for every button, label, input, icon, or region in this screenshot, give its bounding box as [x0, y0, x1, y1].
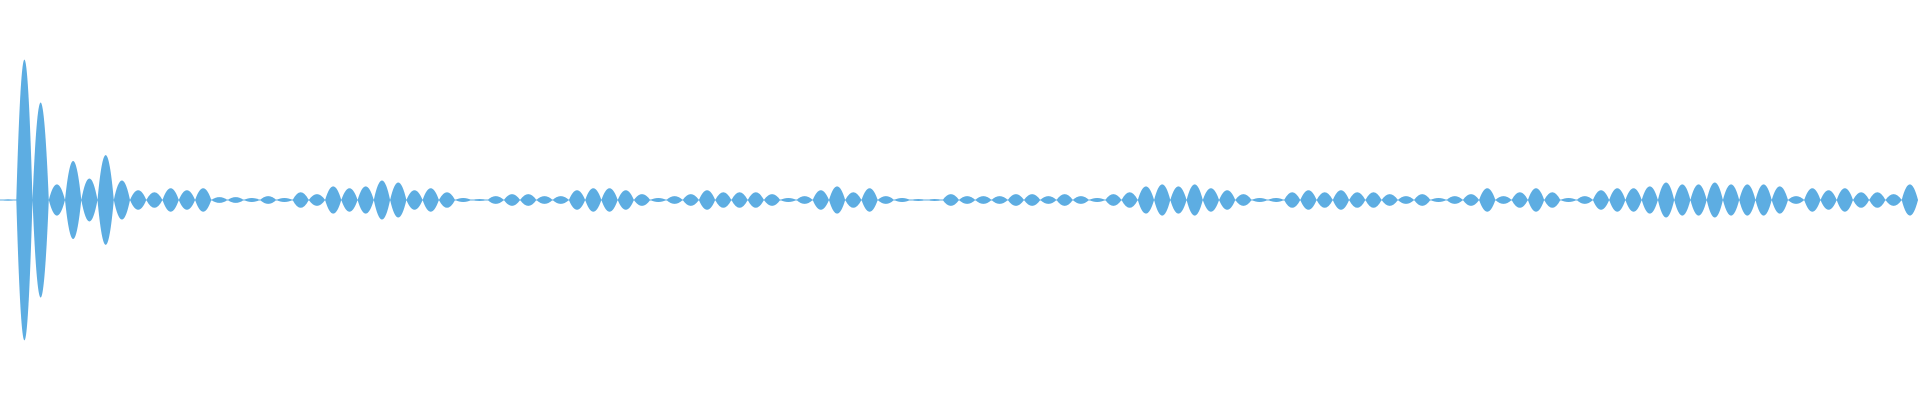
audio-waveform — [0, 59, 1918, 341]
waveform-container — [0, 59, 1918, 341]
